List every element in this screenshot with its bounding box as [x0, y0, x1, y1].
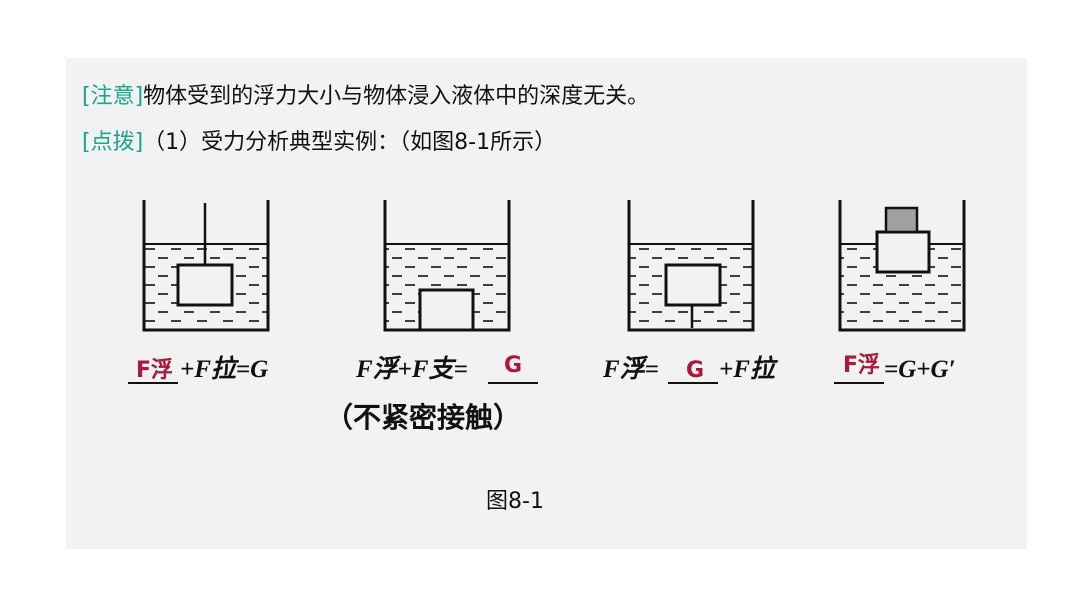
svg-text:+F拉=G: +F拉=G [180, 355, 268, 383]
answer-2: G [504, 353, 522, 378]
svg-text:+F拉: +F拉 [719, 355, 779, 383]
svg-text:F浮=: F浮= [602, 355, 659, 383]
weight [884, 206, 919, 234]
formula-2: F浮+F支= G （不紧密接触） [325, 353, 538, 434]
note-tag: [注意] [82, 84, 144, 109]
svg-text:=G+G′: =G+G′ [884, 356, 956, 383]
block [176, 263, 234, 307]
beaker-1 [142, 200, 270, 332]
svg-text:F浮+F支=: F浮+F支= [355, 355, 468, 383]
answer-1: F浮 [136, 357, 173, 383]
answer-3: G [686, 358, 704, 383]
beaker-4 [838, 200, 966, 332]
answer-4: F浮 [843, 352, 880, 378]
note-body: 物体受到的浮力大小与物体浸入液体中的深度无关。 [143, 84, 650, 109]
tip-body: （1）受力分析典型实例：（如图8-1所示） [143, 130, 557, 155]
note-line: [注意]物体受到的浮力大小与物体浸入液体中的深度无关。 [82, 78, 649, 110]
contact-note: （不紧密接触） [325, 401, 521, 434]
tip-line: [点拨]（1）受力分析典型实例：（如图8-1所示） [82, 124, 556, 156]
block [664, 263, 722, 307]
beaker-3 [627, 200, 755, 332]
tip-tag: [点拨] [82, 130, 144, 155]
formula-4: F浮 =G+G′ [834, 352, 956, 384]
formula-1: F浮 +F拉=G [128, 355, 268, 384]
formula-3: F浮= G +F拉 [602, 355, 779, 384]
block [418, 288, 475, 332]
block [875, 230, 931, 274]
figure-caption: 图8-1 [486, 489, 544, 514]
beaker-2 [383, 200, 511, 332]
